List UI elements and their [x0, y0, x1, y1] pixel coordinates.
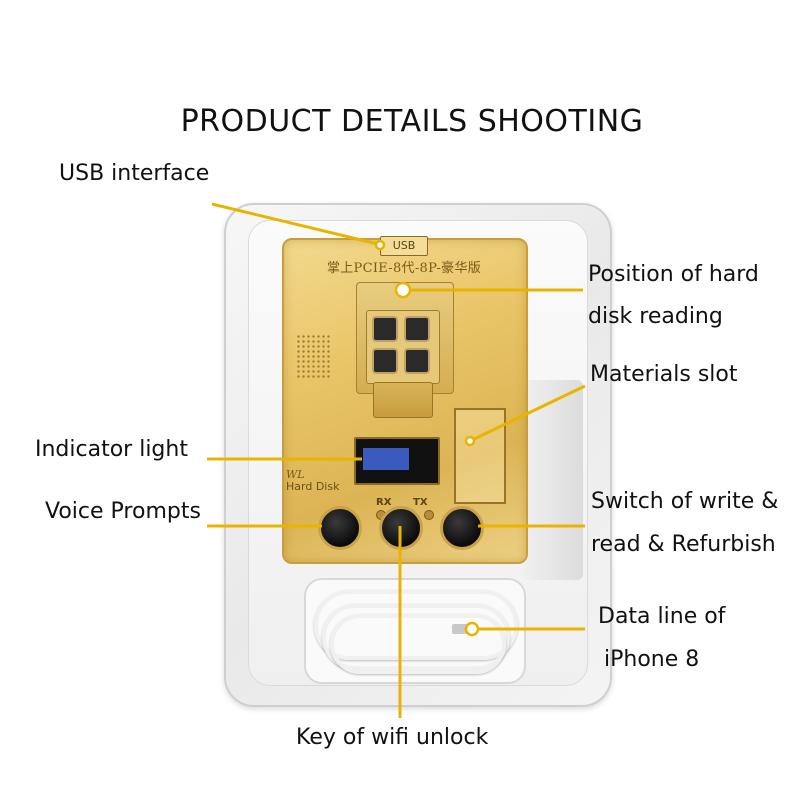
brand-logo: WL	[286, 468, 305, 481]
label-materials-slot: Materials slot	[590, 362, 738, 387]
callout-dot	[464, 621, 480, 637]
label-usb-interface: USB interface	[59, 161, 210, 186]
callout-dot	[394, 281, 412, 299]
board-model-text: 掌上PCIE-8代-8P-豪华版	[326, 261, 482, 276]
indicator-light	[363, 448, 409, 470]
label-hard-disk-line2: disk reading	[588, 304, 723, 329]
callout-dot	[374, 239, 386, 251]
write-read-refurbish-button[interactable]	[440, 506, 484, 550]
callout-usb	[211, 202, 379, 246]
cable-coil	[322, 604, 510, 670]
callout-materials	[469, 384, 586, 443]
lightning-connector	[452, 624, 474, 634]
rx-label: RX	[376, 497, 392, 508]
chip-contact	[404, 316, 430, 342]
label-data-line-line2: iPhone 8	[604, 647, 700, 672]
cable-coil	[314, 590, 518, 660]
page-title: PRODUCT DETAILS SHOOTING	[180, 104, 644, 139]
socket-latch[interactable]	[373, 382, 433, 418]
label-switch-line1: Switch of write &	[591, 489, 779, 514]
label-data-line-line1: Data line of	[598, 604, 726, 629]
tx-led	[424, 510, 434, 520]
label-wifi-unlock: Key of wifi unlock	[296, 725, 489, 750]
tx-label: TX	[413, 497, 428, 508]
chip-contact	[372, 316, 398, 342]
cable-coil	[330, 614, 506, 674]
callout-dot	[464, 435, 476, 447]
brand-text: Hard Disk	[286, 480, 340, 493]
label-hard-disk-line1: Position of hard	[588, 262, 759, 287]
label-switch-line2: read & Refurbish	[591, 532, 776, 557]
materials-slot[interactable]	[454, 408, 506, 504]
label-voice-prompts: Voice Prompts	[45, 499, 201, 524]
chip-contact	[404, 348, 430, 374]
contact-dot-grid	[296, 334, 330, 378]
voice-prompt-button[interactable]	[318, 506, 362, 550]
chip-contact	[372, 348, 398, 374]
label-indicator-light: Indicator light	[35, 437, 188, 462]
case-side-panel	[523, 380, 583, 580]
